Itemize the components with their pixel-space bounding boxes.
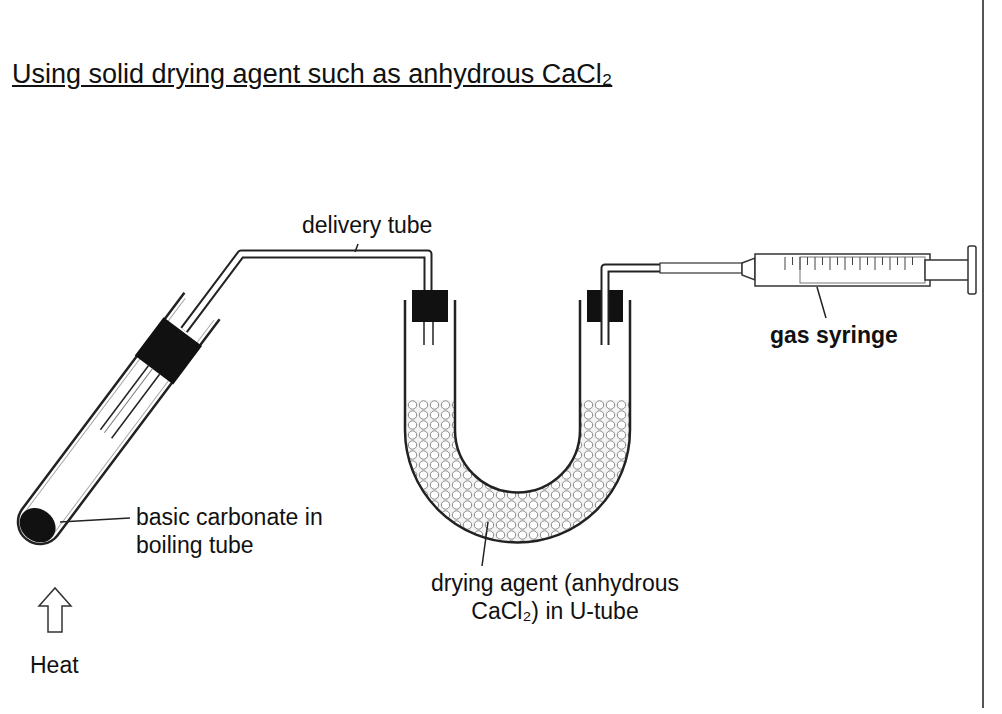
leader-line <box>482 522 488 566</box>
part-label: delivery tube <box>302 212 432 240</box>
part-label: gas syringe <box>770 322 898 350</box>
basic-carbonate-sample <box>13 501 63 549</box>
part-label: basic carbonate in boiling tube <box>136 504 371 559</box>
leader-line <box>817 287 826 318</box>
u-tube <box>405 300 630 542</box>
border-line <box>982 0 984 708</box>
leader-line <box>355 244 358 252</box>
gas-syringe <box>742 246 976 294</box>
stopper <box>412 290 448 322</box>
delivery-tube <box>184 254 428 330</box>
heat-arrow <box>39 588 71 632</box>
stopper <box>135 317 202 384</box>
diagram-title: Using solid drying agent such as anhydro… <box>12 58 612 90</box>
leader-line <box>60 518 130 522</box>
part-label: drying agent (anhydrous CaCl₂) in U-tube <box>420 570 690 625</box>
drying-agent-granules <box>405 400 630 542</box>
heat-label: Heat <box>30 652 79 680</box>
outlet-tube <box>605 268 665 345</box>
rubber-connector <box>660 263 742 273</box>
